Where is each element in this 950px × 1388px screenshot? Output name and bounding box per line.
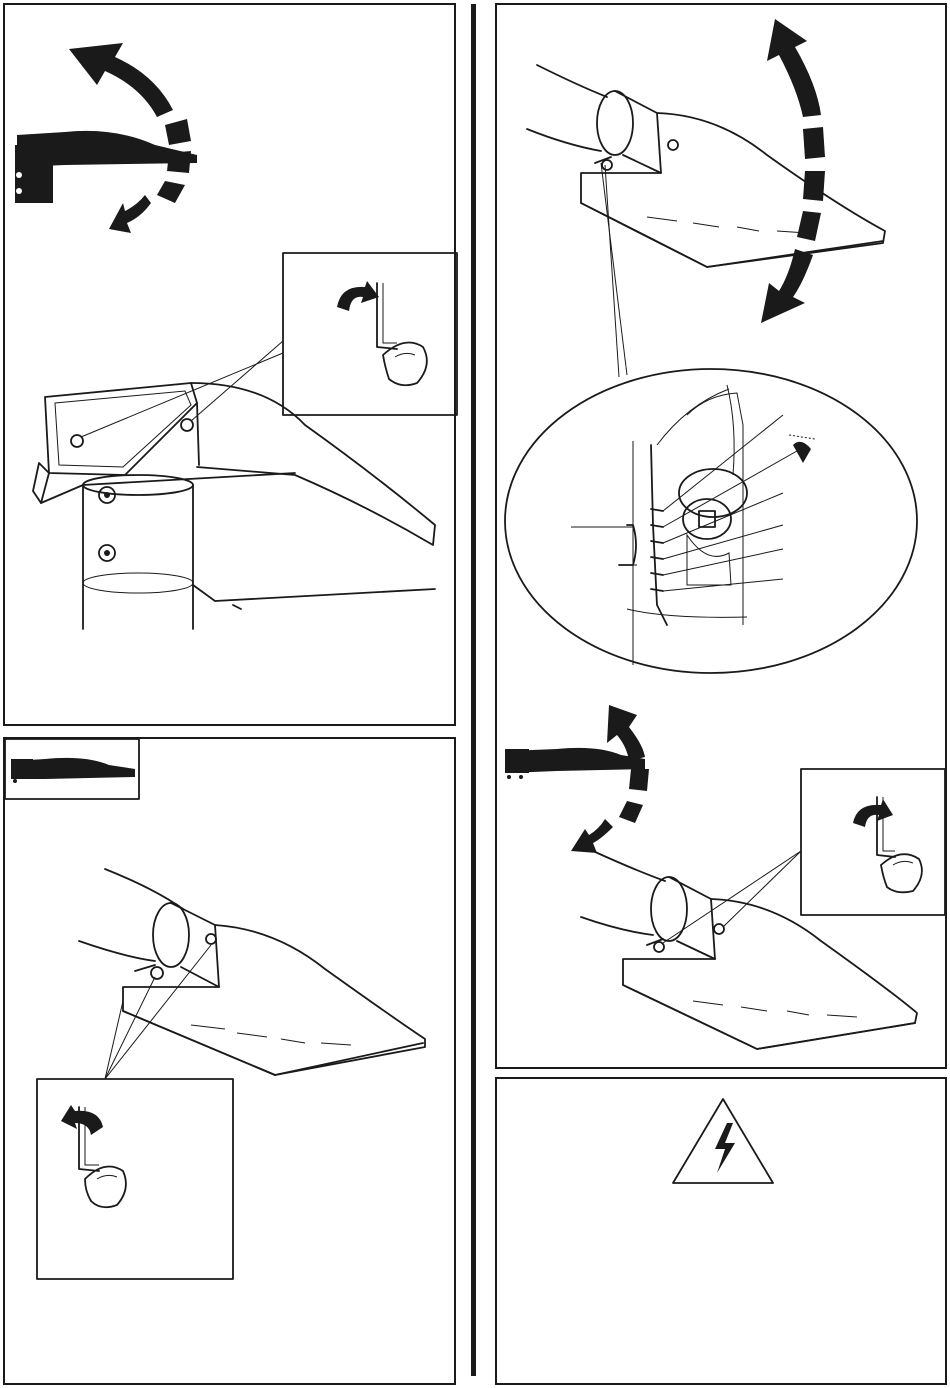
luminaire-perspective-view [79, 869, 425, 1075]
high-voltage-warning-icon [673, 1099, 773, 1183]
step-horizontal-illustration [5, 739, 458, 1387]
eye-view-icon [789, 435, 815, 463]
panel-step-loosen-tilt [3, 3, 456, 726]
step-loosen-tilt-illustration [5, 5, 458, 728]
hex-key-hand-icon [337, 281, 427, 385]
electrical-warning-illustration [497, 1079, 949, 1387]
hex-key-callout [37, 1079, 233, 1279]
tilt-scale-detail [571, 385, 815, 665]
step-tilt-scale-illustration [497, 5, 949, 1071]
luminaire-rear-view [33, 383, 435, 629]
curved-double-arrow-icon [571, 705, 649, 853]
panel-step-horizontal [3, 737, 456, 1385]
hex-key-callout [283, 253, 457, 415]
hex-key-hand-icon [61, 1105, 126, 1207]
panel-electrical-warning [495, 1077, 947, 1385]
luminaire-perspective-view [581, 851, 917, 1049]
luminaire-perspective-view [527, 65, 885, 267]
curved-double-arrow-icon [761, 19, 825, 323]
page-divider [471, 4, 476, 1376]
tilt-scale-detail-bubble [505, 369, 917, 673]
panel-step-tilt-scale [495, 3, 947, 1069]
luminaire-side-icon [505, 748, 645, 779]
hex-key-callout [801, 769, 945, 915]
luminaire-side-icon [11, 758, 135, 783]
hex-key-hand-icon [853, 797, 922, 892]
